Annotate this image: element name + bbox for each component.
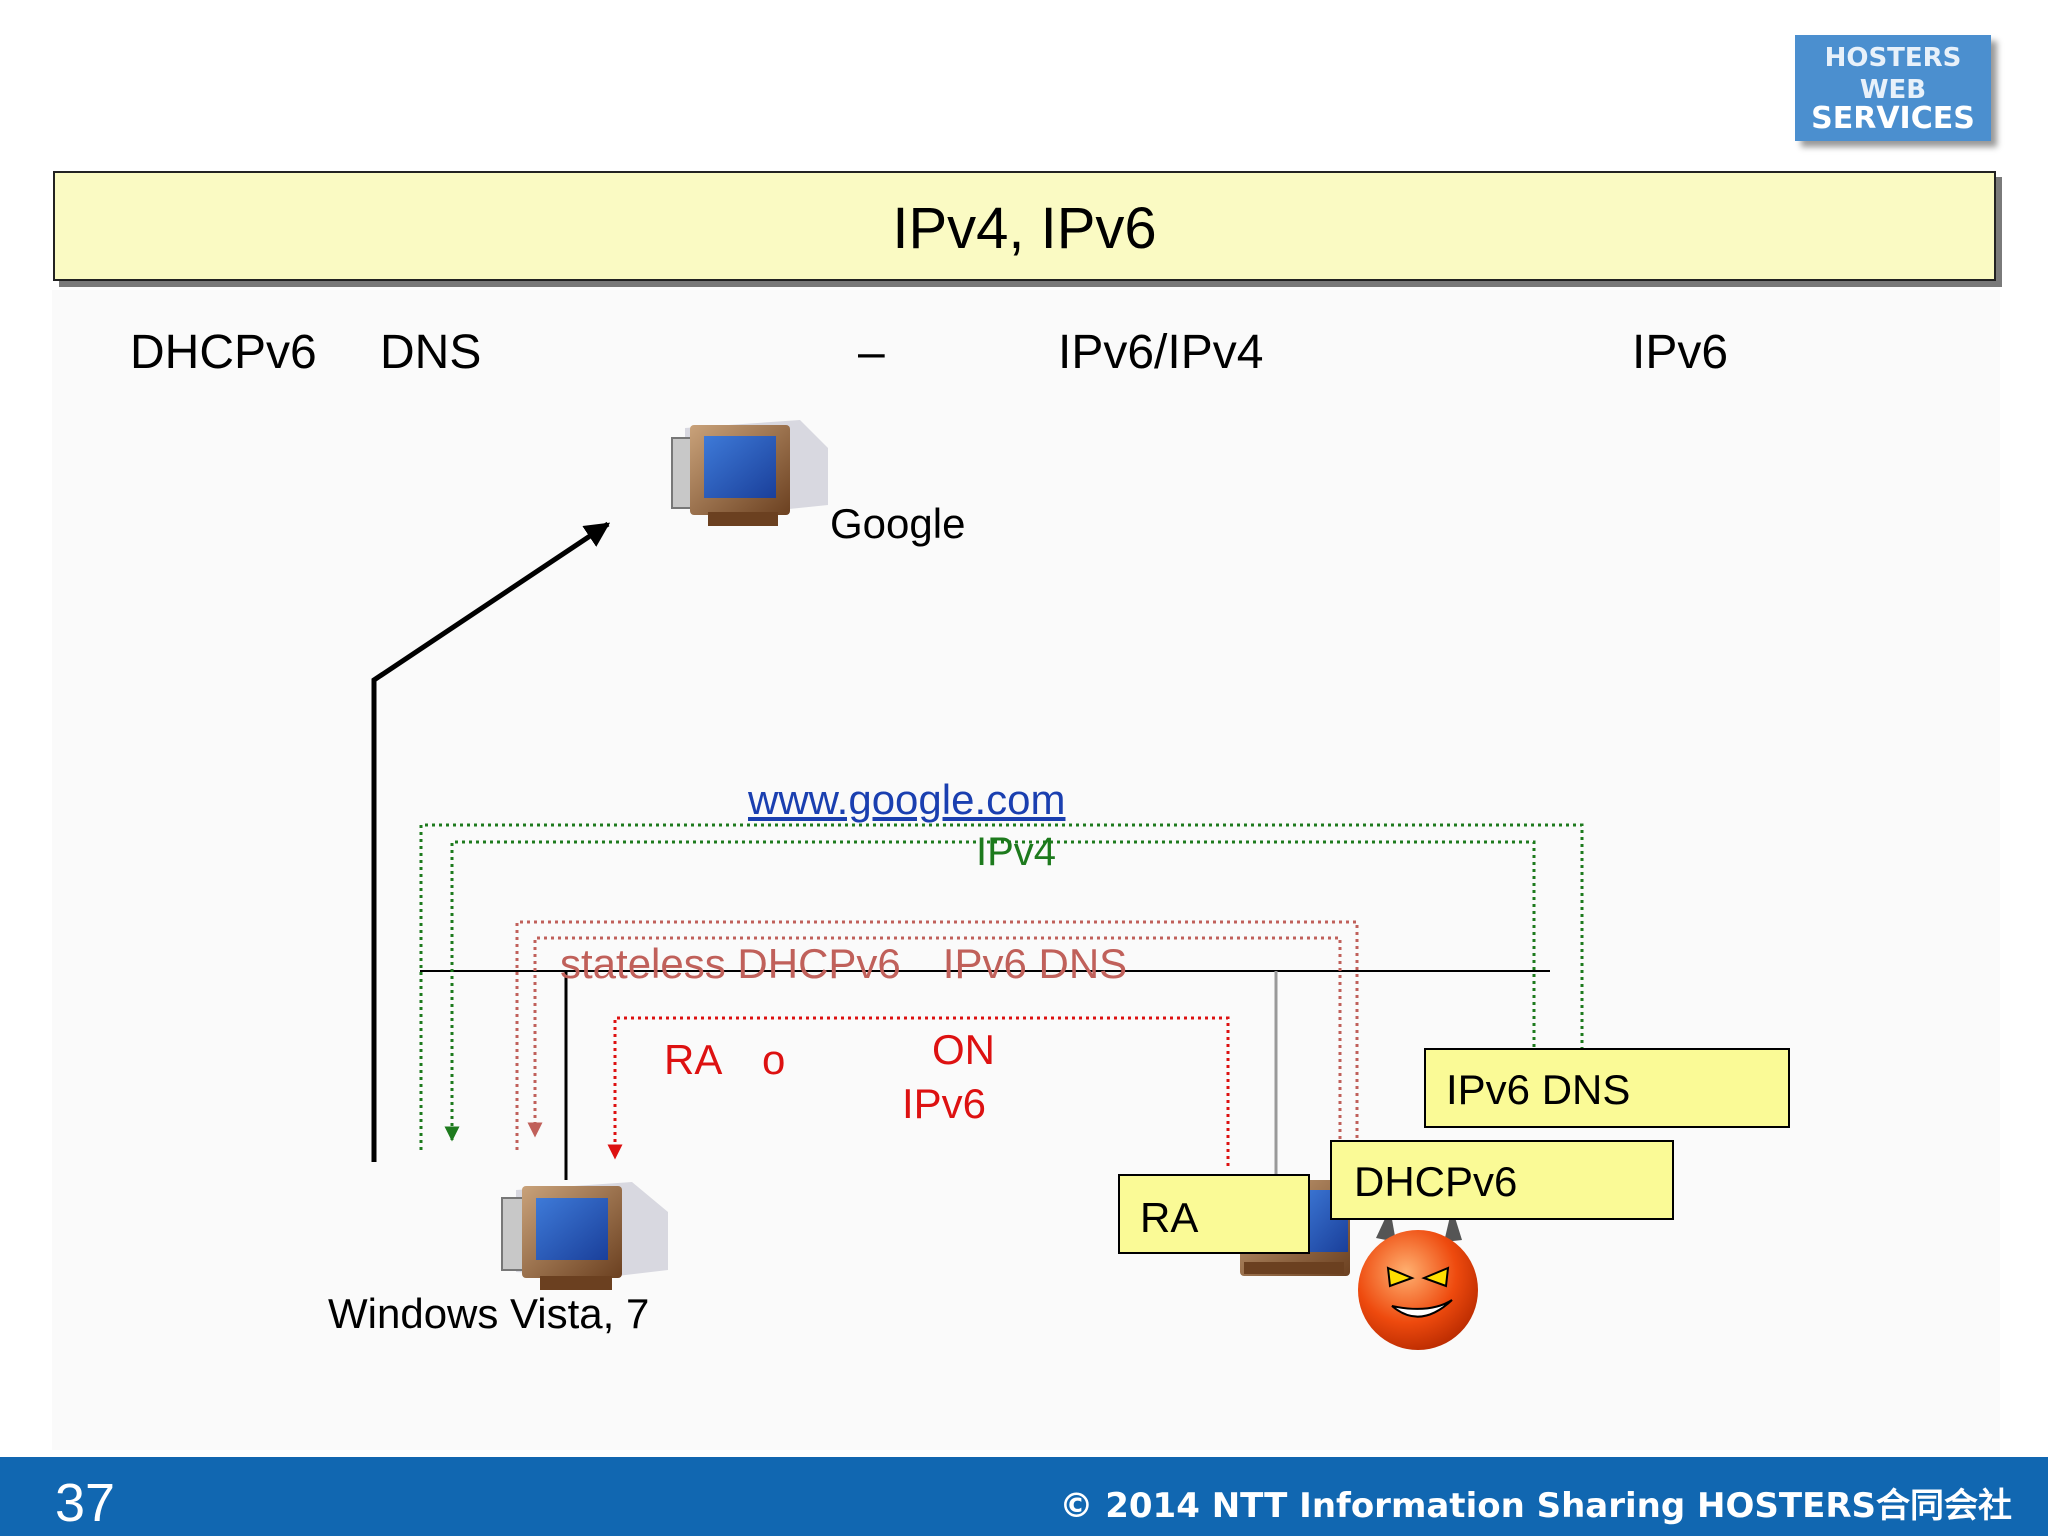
logo-line-2: WEB xyxy=(1859,75,1927,105)
subtitle-dash: – xyxy=(858,326,885,379)
ra-label-2: ON xyxy=(932,1026,995,1073)
page-number: 37 xyxy=(55,1473,116,1533)
internet-path-arrow xyxy=(371,521,611,1162)
ra-box-label: RA xyxy=(1140,1194,1199,1241)
ra-label-1: RA o xyxy=(664,1036,786,1083)
client-label: Windows Vista, 7 xyxy=(328,1290,650,1337)
devil-attacker-icon xyxy=(1358,1208,1478,1350)
subtitle-dns: DNS xyxy=(380,326,482,379)
client-computer-icon xyxy=(501,1182,668,1290)
ra-box: RA xyxy=(1118,1174,1310,1254)
hosters-web-services-logo: HOSTERS WEB SERVICES xyxy=(1795,35,1991,141)
dns-query-path xyxy=(419,823,1584,1150)
dhcpv6-box: DHCPv6 xyxy=(1330,1140,1674,1220)
dns-response-path xyxy=(444,840,1536,1142)
dhcpv6-box-label: DHCPv6 xyxy=(1354,1158,1518,1205)
logo-line-1: HOSTERS xyxy=(1824,43,1962,73)
subtitle-ipv6: IPv6 xyxy=(1632,326,1729,379)
footer-bar xyxy=(0,1457,2048,1536)
ipv4-label: IPv4 xyxy=(976,830,1057,874)
logo-line-3: SERVICES xyxy=(1811,101,1975,136)
dhcpv6-request-path xyxy=(515,920,1359,1160)
slide-background xyxy=(52,290,2000,1450)
google-computer-icon xyxy=(671,420,828,526)
google-label: Google xyxy=(830,500,966,547)
ipv6-dns-box-label: IPv6 DNS xyxy=(1446,1066,1631,1113)
ipv6-dns-box: IPv6 DNS xyxy=(1424,1048,1790,1128)
dhcpv6-response-path xyxy=(527,936,1342,1160)
slide-title: IPv4, IPv6 xyxy=(892,196,1157,261)
stateless-dhcpv6-label: stateless DHCPv6 IPv6 DNS xyxy=(560,940,1128,987)
copyright-text: © 2014 NTT Information Sharing HOSTERS合同… xyxy=(1059,1486,2012,1526)
title-banner: IPv4, IPv6 xyxy=(53,171,1996,281)
ra-label-3: IPv6 xyxy=(902,1080,987,1127)
subtitle-ipv6-ipv4: IPv6/IPv4 xyxy=(1058,326,1264,379)
url-link[interactable]: www.google.com xyxy=(748,776,1066,823)
subtitle-dhcpv6: DHCPv6 xyxy=(130,326,317,379)
